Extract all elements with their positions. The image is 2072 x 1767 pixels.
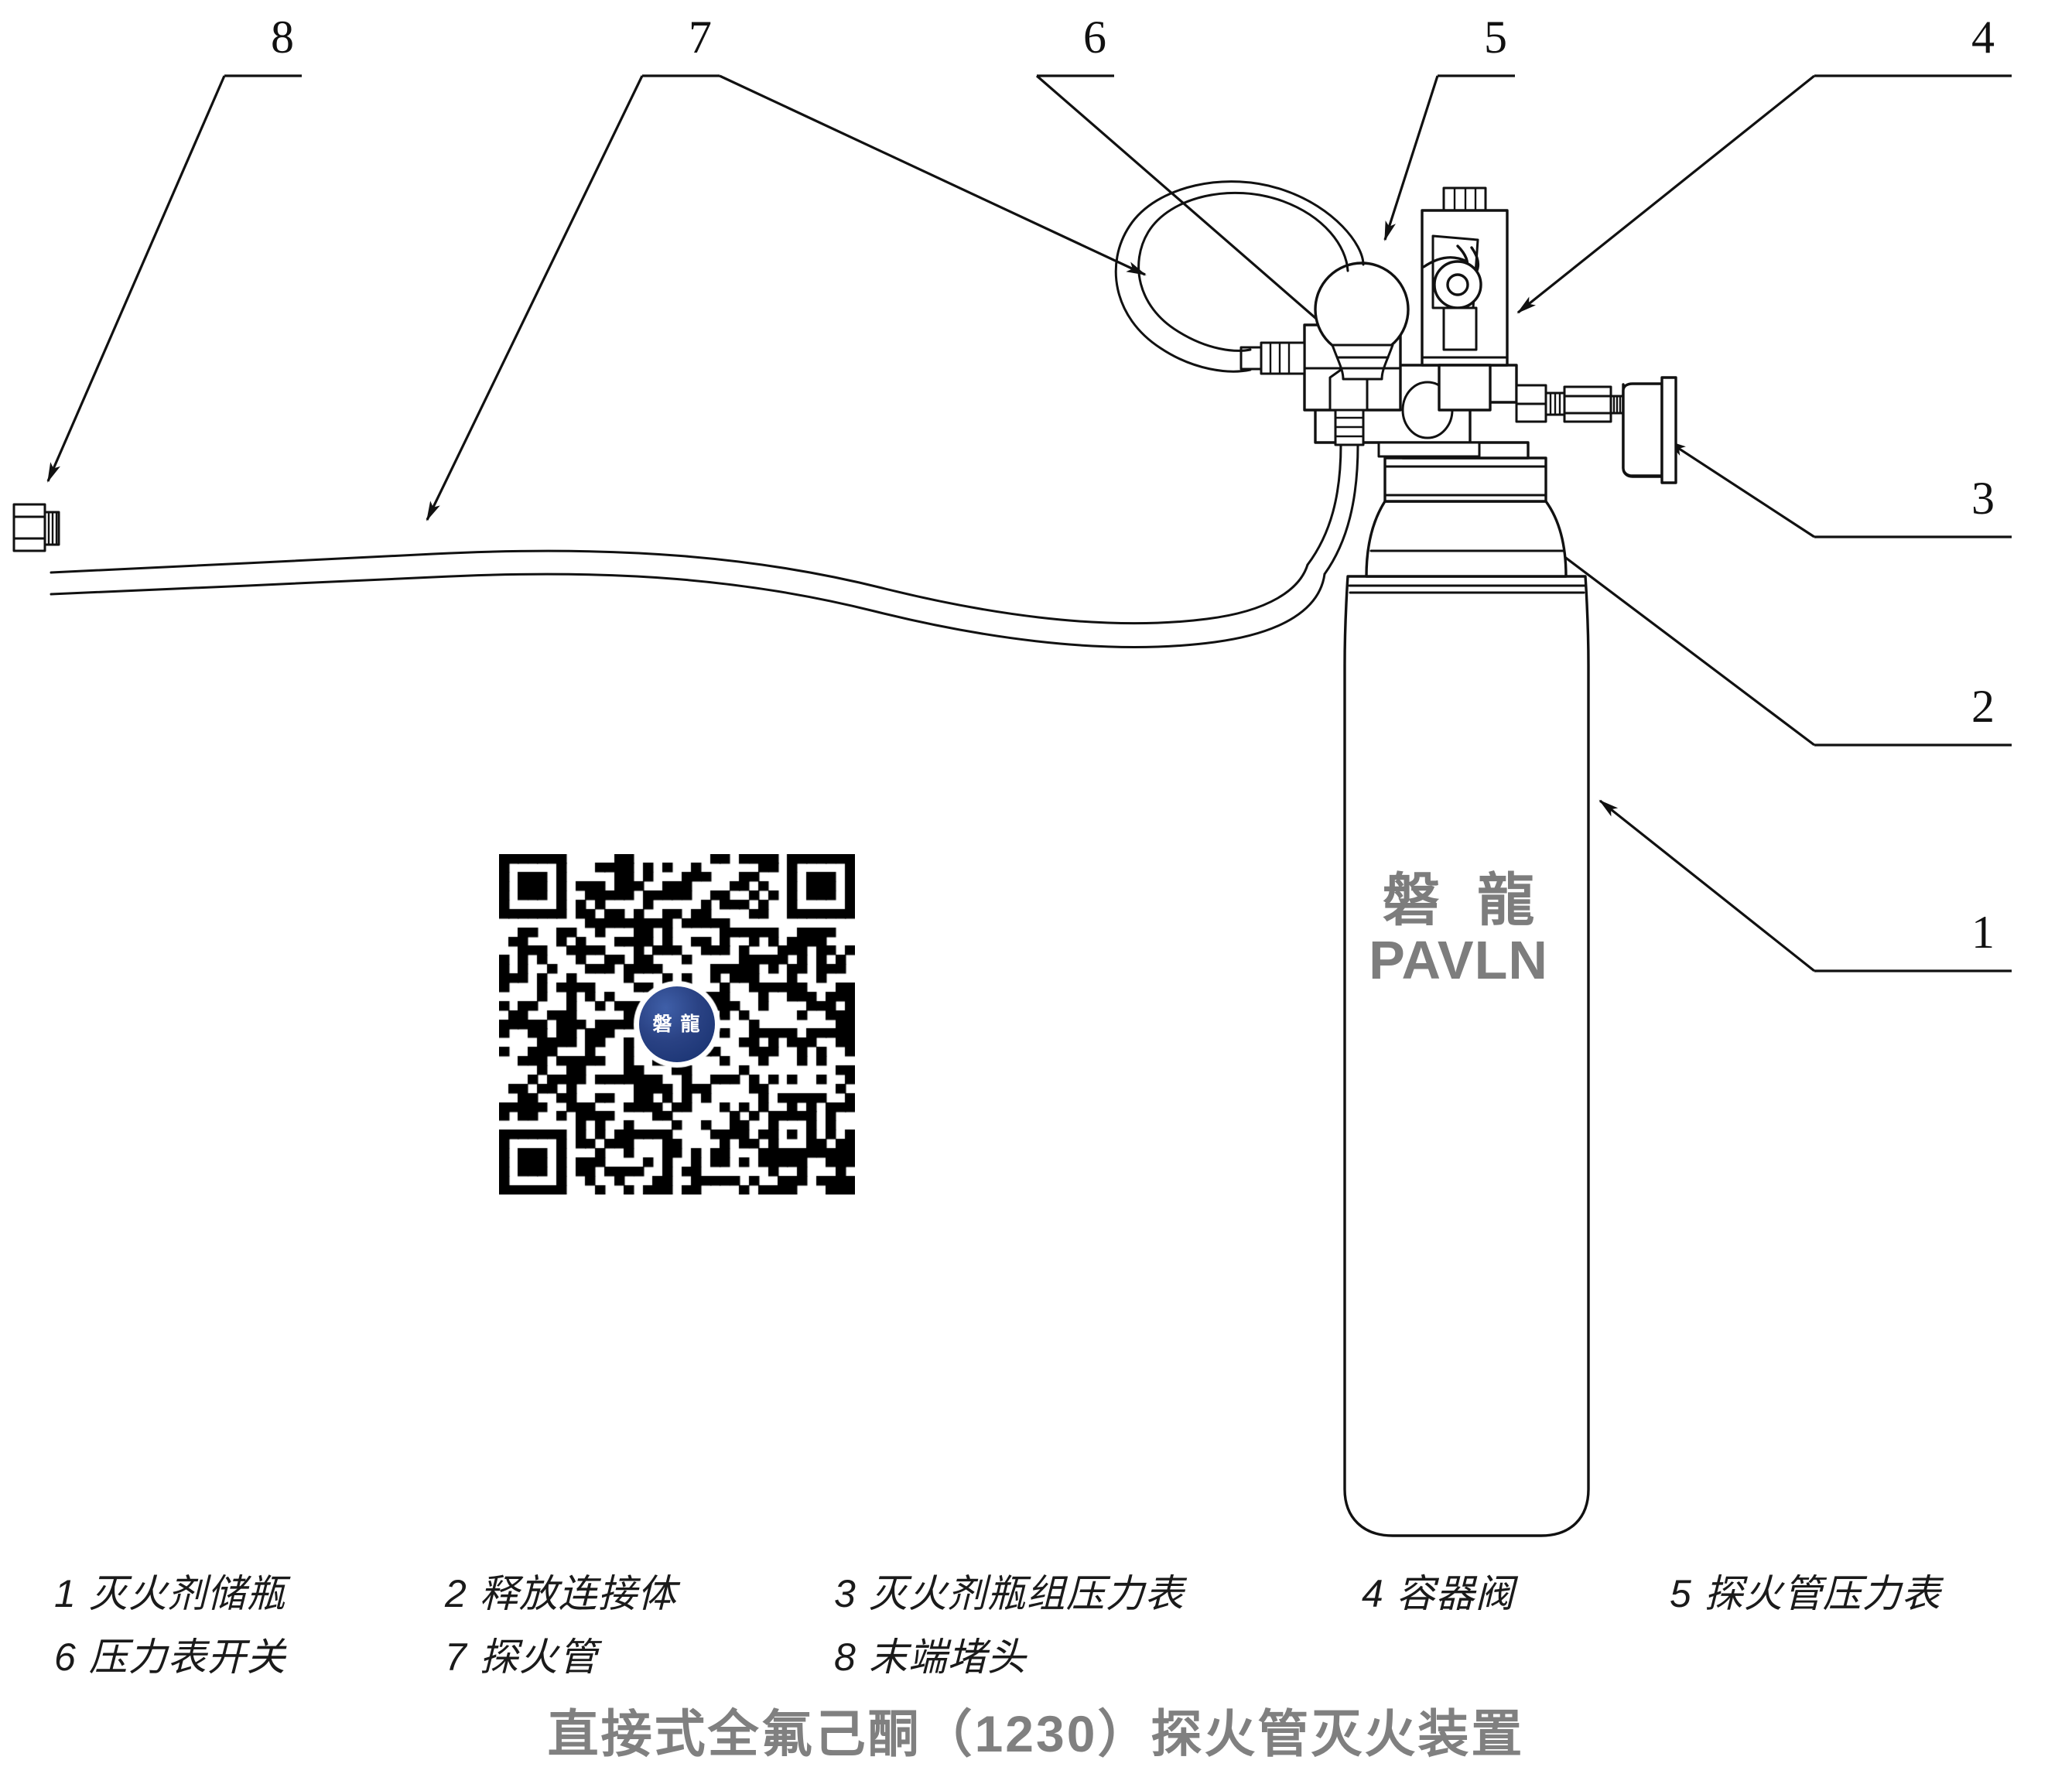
callout-number-7: 7 bbox=[689, 14, 712, 60]
legend-item-5-index: 5 bbox=[1670, 1572, 1692, 1615]
legend-item-1-index: 1 bbox=[54, 1572, 77, 1615]
callout-1-text: 1 bbox=[1971, 907, 1995, 958]
callout-number-3: 3 bbox=[1971, 475, 1995, 521]
legend-item-7: 7 探火管 bbox=[445, 1626, 598, 1682]
legend-item-3-index: 3 bbox=[834, 1572, 856, 1615]
legend-item-1: 1 灭火剂储瓶 bbox=[54, 1563, 286, 1618]
callout-6-text: 6 bbox=[1083, 12, 1106, 63]
legend-item-5: 5 探火管压力表 bbox=[1670, 1563, 1941, 1618]
legend-item-5-label: 探火管压力表 bbox=[1704, 1572, 1941, 1615]
legend-item-8-index: 8 bbox=[834, 1635, 856, 1679]
legend-item-8-label: 末端堵头 bbox=[868, 1635, 1027, 1679]
callout-number-1: 1 bbox=[1971, 909, 1995, 955]
leader-3 bbox=[1666, 439, 2012, 538]
callout-3-text: 3 bbox=[1971, 473, 1995, 524]
brand-chinese-text: 磐 龍 bbox=[1382, 868, 1546, 932]
legend-item-7-index: 7 bbox=[445, 1635, 467, 1679]
cylinder-pressure-gauge-icon bbox=[1515, 376, 1677, 484]
leader-8 bbox=[46, 74, 302, 483]
callout-number-8: 8 bbox=[271, 14, 294, 60]
callout-number-2: 2 bbox=[1971, 683, 1995, 730]
leader-4 bbox=[1516, 74, 2012, 314]
page-title: 直接式全氟己酮（1230）探火管灭火装置 bbox=[547, 1705, 1525, 1762]
leader-5 bbox=[1383, 74, 1515, 241]
tube-pressure-gauge-icon bbox=[1314, 261, 1410, 381]
callout-7-text: 7 bbox=[689, 12, 712, 63]
legend-item-4-index: 4 bbox=[1362, 1572, 1384, 1615]
legend-item-1-label: 灭火剂储瓶 bbox=[88, 1572, 286, 1615]
callout-number-6: 6 bbox=[1083, 14, 1106, 60]
legend-item-4: 4 容器阀 bbox=[1362, 1563, 1515, 1618]
callout-number-4: 4 bbox=[1971, 14, 1995, 60]
legend-row-1: 1 灭火剂储瓶 2 释放连接体 3 灭火剂瓶组压力表 4 容器阀 5 探火管压力表 bbox=[0, 1563, 2072, 1618]
legend-item-6-index: 6 bbox=[54, 1635, 77, 1679]
callout-4-text: 4 bbox=[1971, 12, 1995, 63]
legend-item-6-label: 压力表开关 bbox=[88, 1635, 286, 1679]
legend-item-3: 3 灭火剂瓶组压力表 bbox=[834, 1563, 1185, 1618]
callout-5-text: 5 bbox=[1484, 12, 1507, 63]
cylinder-brand-logo: 磐 龍 PAVLN bbox=[1346, 868, 1571, 990]
legend-item-2-index: 2 bbox=[445, 1572, 467, 1615]
detection-tube-icon bbox=[50, 180, 1365, 648]
callout-number-5: 5 bbox=[1484, 14, 1507, 60]
legend-item-7-label: 探火管 bbox=[479, 1635, 598, 1679]
qr-center-logo-badge: 磐 龍 bbox=[639, 986, 715, 1062]
legend-item-4-label: 容器阀 bbox=[1396, 1572, 1515, 1615]
leader-6 bbox=[1035, 74, 1334, 334]
qr-badge-text: 磐 龍 bbox=[652, 1013, 702, 1035]
qr-code-icon[interactable]: 磐 龍 bbox=[499, 854, 855, 1195]
gas-cylinder-icon bbox=[1343, 441, 1590, 1537]
legend-item-2-label: 释放连接体 bbox=[479, 1572, 677, 1615]
callout-2-text: 2 bbox=[1971, 681, 1995, 732]
leader-7 bbox=[426, 74, 1147, 521]
legend-item-2: 2 释放连接体 bbox=[445, 1563, 677, 1618]
brand-english-text: PAVLN bbox=[1369, 929, 1548, 990]
leader-1 bbox=[1598, 799, 2012, 972]
callout-8-text: 8 bbox=[271, 12, 294, 63]
legend-item-3-label: 灭火剂瓶组压力表 bbox=[868, 1572, 1185, 1615]
legend-item-8: 8 末端堵头 bbox=[834, 1626, 1027, 1682]
end-plug-icon bbox=[12, 503, 60, 552]
container-valve-icon bbox=[1421, 186, 1509, 412]
